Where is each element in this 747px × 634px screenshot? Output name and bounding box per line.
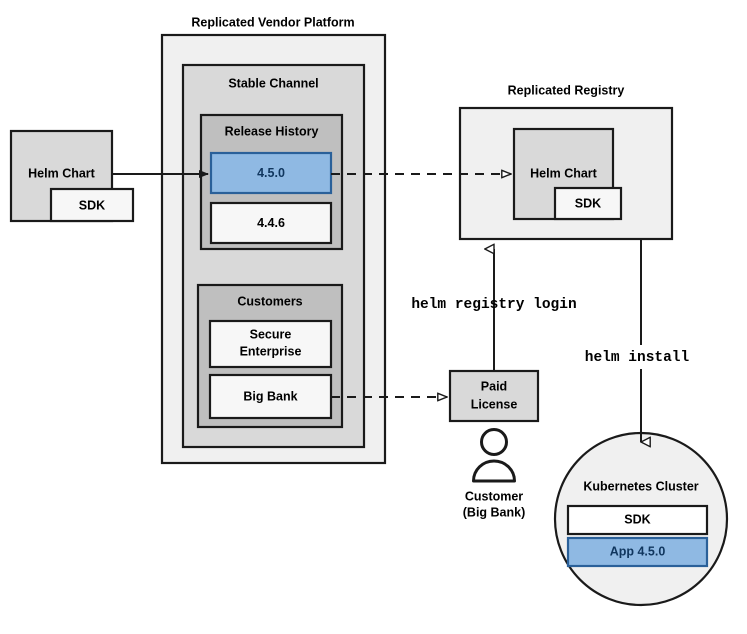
cluster-sdk-label: SDK xyxy=(624,512,650,526)
customers-label: Customers xyxy=(237,294,302,308)
sdk-source-label: SDK xyxy=(79,198,105,212)
stable-channel-label: Stable Channel xyxy=(228,76,318,90)
release-history-label: Release History xyxy=(225,124,319,138)
customer-secure-enterprise-label-line2: Enterprise xyxy=(240,344,302,358)
kubernetes-cluster-label: Kubernetes Cluster xyxy=(583,479,698,493)
customer-person-icon xyxy=(472,428,516,483)
release-version-previous-label: 4.4.6 xyxy=(257,216,285,230)
sdk-registry-label: SDK xyxy=(575,196,601,210)
cluster-app-box xyxy=(566,536,709,568)
customer-secure-enterprise-label-line1: Secure xyxy=(250,327,292,341)
replicated-registry-title: Replicated Registry xyxy=(508,83,625,97)
helm-chart-registry-label: Helm Chart xyxy=(530,166,598,180)
helm-install-command-bg xyxy=(570,345,704,369)
cluster-sdk-box xyxy=(566,504,709,536)
release-version-current-label: 4.5.0 xyxy=(257,166,285,180)
customer-person-label-line2: (Big Bank) xyxy=(463,505,526,519)
helm-chart-source-group: Helm Chart SDK xyxy=(9,129,135,223)
helm-registry-login-command: helm registry login xyxy=(411,297,576,313)
paid-license-label-line2: License xyxy=(471,397,518,411)
customer-big-bank-box[interactable] xyxy=(208,373,333,420)
customer-secure-enterprise-box[interactable] xyxy=(208,319,333,369)
sdk-registry-box xyxy=(553,186,623,221)
helm-install-command-text: helm install xyxy=(585,350,690,366)
customer-person-label-line1: Customer xyxy=(465,489,523,503)
sdk-source-box xyxy=(49,187,135,223)
vendor-platform-title: Replicated Vendor Platform xyxy=(191,15,354,29)
paid-license-label-line1: Paid xyxy=(481,379,507,393)
helm-chart-source-label: Helm Chart xyxy=(28,166,96,180)
customer-big-bank-label: Big Bank xyxy=(243,389,297,403)
release-version-current-box[interactable] xyxy=(209,151,333,195)
release-version-previous-box[interactable] xyxy=(209,201,333,245)
cluster-app-label: App 4.5.0 xyxy=(610,544,666,558)
